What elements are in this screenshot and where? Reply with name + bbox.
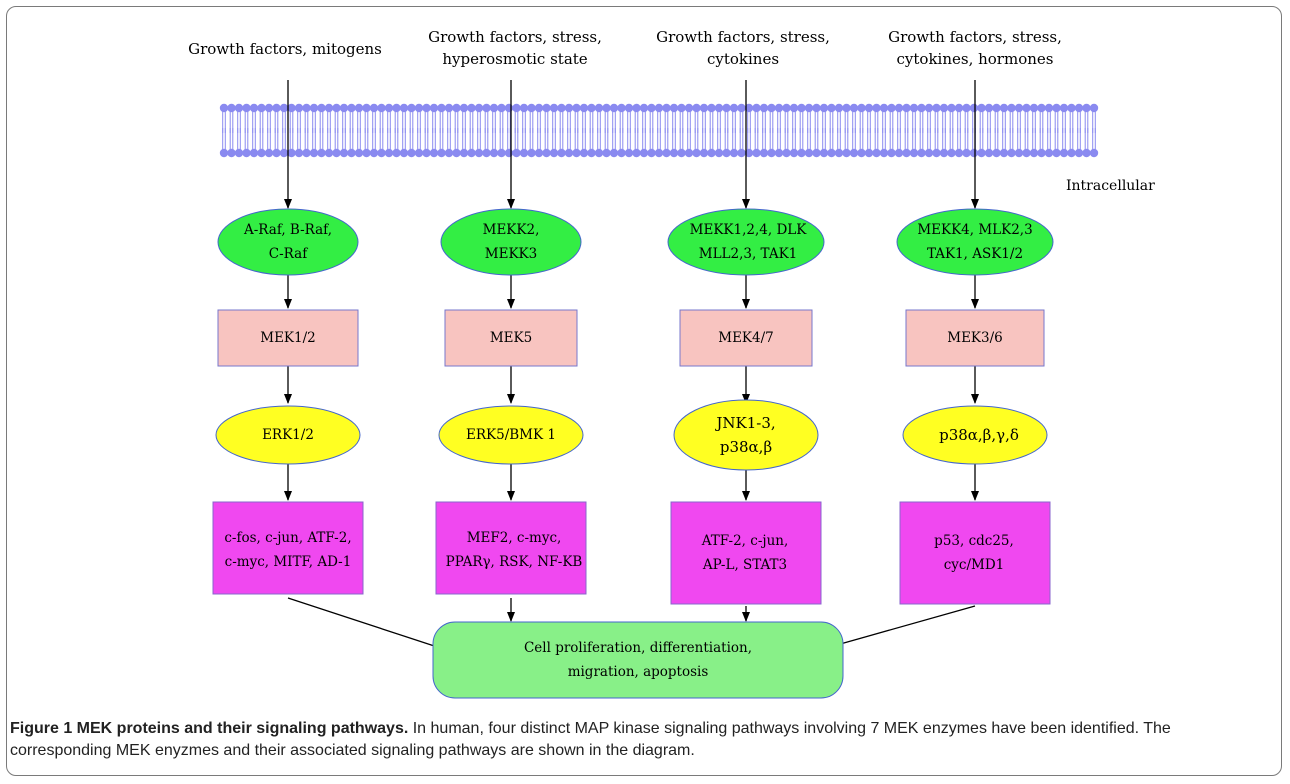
mapkkk-ellipse-2 xyxy=(440,208,582,276)
mapkkk-ellipse-4 xyxy=(896,208,1054,276)
cell-membrane xyxy=(219,103,1099,158)
mapkkk-ellipse-3 xyxy=(667,208,825,276)
mapk-ellipse-2 xyxy=(438,405,584,465)
pathway-nodes xyxy=(212,208,1054,699)
mek-node-2: MEK5 xyxy=(489,330,533,346)
signal-arrows xyxy=(284,80,979,663)
stimulus-label-2: Growth factors, stress, hyperosmotic sta… xyxy=(428,28,602,68)
stimulus-label-4: Growth factors, stress, cytokines, hormo… xyxy=(888,28,1062,68)
mek-rect-3 xyxy=(679,309,813,367)
figure-frame xyxy=(6,6,1282,776)
figure-caption: Figure 1 MEK proteins and their signalin… xyxy=(10,718,1276,762)
mek-rect-4 xyxy=(905,309,1045,367)
targets-rect-2 xyxy=(435,501,587,595)
mek-node-4: MEK3/6 xyxy=(947,330,1003,346)
targets-rect-1 xyxy=(212,501,364,595)
mapk-ellipse-3 xyxy=(673,399,819,471)
stimulus-label-3: Growth factors, stress, cytokines xyxy=(656,28,830,68)
mapk-ellipse-1 xyxy=(215,405,361,465)
outcome-box xyxy=(432,621,844,699)
mapkkk-node-2: MEKK2, MEKK3 xyxy=(482,222,540,262)
targets-rect-4 xyxy=(899,501,1051,605)
mapkkk-node-1: A-Raf, B-Raf, C-Raf xyxy=(244,222,332,262)
mapk-node-1: ERK1/2 xyxy=(262,427,314,443)
mek-rect-1 xyxy=(217,309,359,367)
mek-node-1: MEK1/2 xyxy=(260,330,316,346)
mapkkk-node-4: MEKK4, MLK2,3 TAK1, ASK1/2 xyxy=(917,222,1033,262)
mapk-ellipse-4 xyxy=(902,405,1048,465)
stimulus-label-1: Growth factors, mitogens xyxy=(188,40,382,58)
mapkkk-node-3: MEKK1,2,4, DLK MLL2,3, TAK1 xyxy=(689,222,807,262)
caption-text: In human, four distinct MAP kinase signa… xyxy=(10,720,1171,759)
mapk-node-4: p38α,β,γ,δ xyxy=(939,426,1019,444)
caption-title: Figure 1 MEK proteins and their signalin… xyxy=(10,720,409,737)
mapk-node-3: JNK1-3, p38α,β xyxy=(716,414,776,456)
pathway-diagram xyxy=(212,80,1099,699)
targets-rect-3 xyxy=(670,501,822,605)
intracellular-label: Intracellular xyxy=(1066,178,1155,194)
mapkkk-ellipse-1 xyxy=(217,208,359,276)
targets-node-1: c-fos, c-jun, ATF-2, c-myc, MITF, AD-1 xyxy=(224,530,352,570)
outcome-node: Cell proliferation, differentiation, mig… xyxy=(523,640,753,680)
mek-rect-2 xyxy=(444,309,578,367)
targets-node-2: MEF2, c-myc, PPARγ, RSK, NF-KB xyxy=(445,530,583,570)
targets-node-3: ATF-2, c-jun, AP-L, STAT3 xyxy=(701,533,789,573)
mapk-node-2: ERK5/BMK 1 xyxy=(466,427,556,443)
targets-node-4: p53, cdc25, cyc/MD1 xyxy=(934,533,1014,573)
mek-node-3: MEK4/7 xyxy=(718,330,774,346)
